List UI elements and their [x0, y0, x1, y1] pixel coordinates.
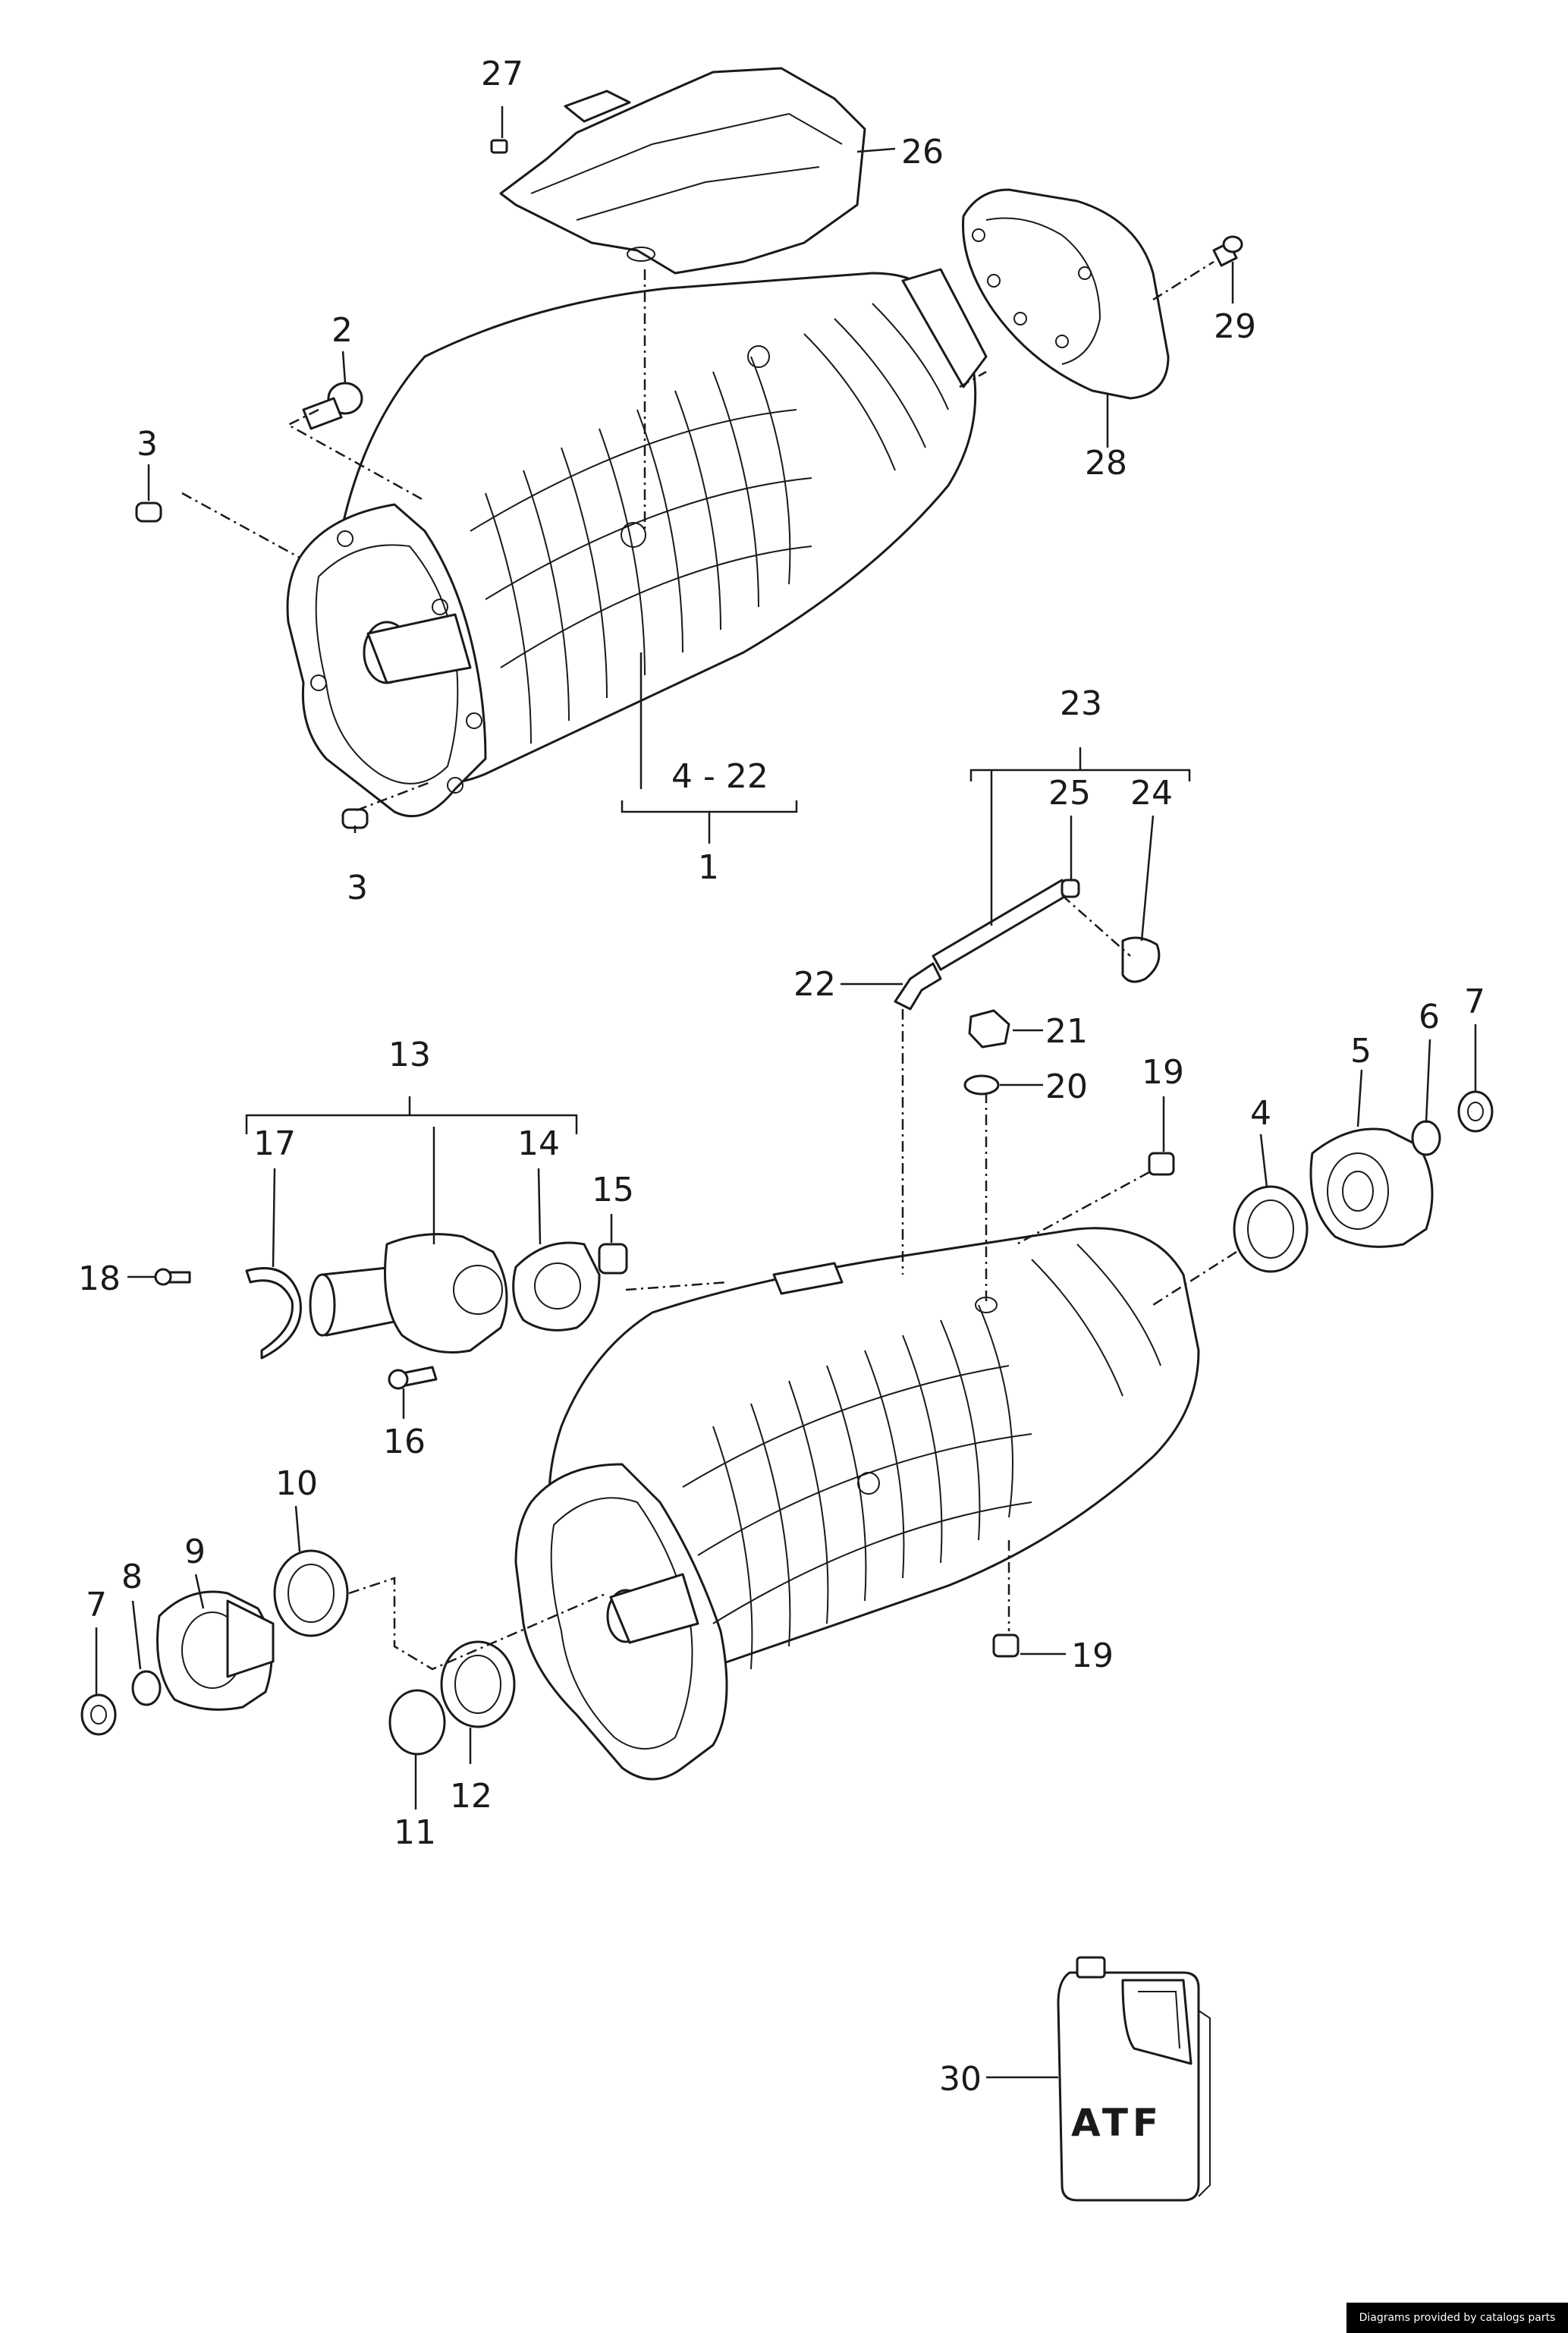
- lower-transmission-housing: [514, 1227, 1200, 1781]
- callout-30: 30: [939, 2060, 982, 2099]
- vent-hose-group: [894, 879, 1161, 1011]
- flange-part-5: [1309, 1127, 1434, 1248]
- housing-cover-part-26: [499, 67, 866, 275]
- actuator-group: [154, 1233, 628, 1390]
- nut-part-7-right: [1457, 1090, 1494, 1133]
- bearing-part-12: [440, 1640, 516, 1728]
- ring-part-8: [131, 1670, 162, 1706]
- callout-23: 23: [1060, 684, 1102, 723]
- callout-28: 28: [1085, 444, 1127, 483]
- callout-14: 14: [517, 1124, 560, 1163]
- bearing-part-4: [1233, 1185, 1309, 1273]
- callout-9: 9: [184, 1533, 206, 1571]
- credit-banner: Diagrams provided by catalogs parts: [1346, 2303, 1568, 2333]
- callout-29: 29: [1214, 307, 1256, 346]
- clip-part-27: [490, 139, 508, 154]
- callout-12: 12: [450, 1777, 492, 1816]
- callout-22: 22: [793, 965, 836, 1004]
- callout-3-lower: 3: [347, 869, 368, 907]
- callout-25: 25: [1048, 774, 1091, 813]
- dowel-pin-part-3-upper: [135, 502, 162, 523]
- nut-part-7-left: [80, 1693, 117, 1736]
- callout-16: 16: [383, 1423, 426, 1461]
- callout-6: 6: [1419, 998, 1440, 1036]
- callout-19-lower: 19: [1071, 1637, 1114, 1675]
- callout-7-left: 7: [86, 1586, 107, 1624]
- callout-5: 5: [1350, 1032, 1372, 1071]
- callout-26: 26: [901, 133, 944, 171]
- bolt-part-2: [302, 382, 363, 430]
- callout-4: 4: [1250, 1094, 1271, 1133]
- callout-21: 21: [1045, 1012, 1088, 1051]
- callout-15: 15: [592, 1171, 634, 1209]
- callout-27: 27: [481, 55, 523, 93]
- callout-2: 2: [332, 311, 353, 350]
- atf-jug-label: ATF: [1071, 2101, 1163, 2145]
- plug-part-19-upper: [1148, 1152, 1175, 1176]
- bearing-part-10: [273, 1549, 349, 1637]
- callout-leaders: [95, 106, 1477, 2079]
- callout-13: 13: [388, 1036, 431, 1074]
- atf-jug-part-30: ATF: [1057, 1956, 1211, 2202]
- callout-24: 24: [1130, 774, 1173, 813]
- ring-part-11: [388, 1689, 446, 1756]
- seal-ring-part-20: [963, 1074, 1000, 1096]
- dowel-pin-part-3-lower: [341, 808, 369, 829]
- ring-part-6: [1411, 1120, 1441, 1156]
- callout-18: 18: [78, 1259, 121, 1298]
- plug-part-19-lower: [992, 1633, 1020, 1658]
- callout-17: 17: [253, 1124, 296, 1163]
- callout-4-22: 4 - 22: [671, 757, 768, 796]
- callout-11: 11: [394, 1813, 436, 1852]
- callout-19-upper: 19: [1142, 1053, 1184, 1092]
- callout-8: 8: [121, 1558, 143, 1596]
- callout-labels: 27 26 2 29 3 28 4 - 22 1 3 23 25 24 22 2…: [78, 55, 1485, 2099]
- callout-7-right: 7: [1464, 983, 1485, 1021]
- callout-3-upper: 3: [137, 425, 158, 464]
- bolt-part-29: [1212, 235, 1243, 267]
- rear-plate-part-28: [962, 188, 1170, 400]
- callout-20: 20: [1045, 1067, 1088, 1106]
- assembly-lines: [181, 260, 1237, 1671]
- drain-plug-part-21: [968, 1009, 1010, 1049]
- callout-10: 10: [275, 1464, 318, 1503]
- upper-transmission-housing: [286, 268, 988, 818]
- flange-part-9: [156, 1590, 275, 1711]
- callout-1: 1: [698, 848, 719, 887]
